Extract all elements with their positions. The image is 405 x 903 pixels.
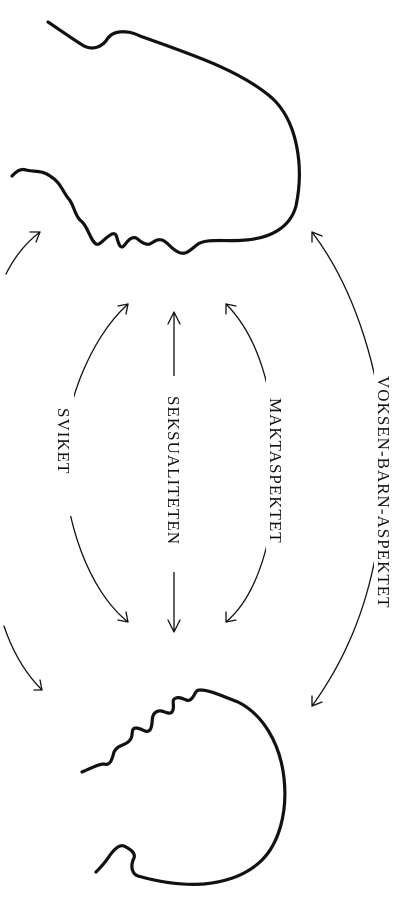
voksen-barn-arc bbox=[312, 232, 384, 706]
left-top-partial-arrow bbox=[6, 232, 40, 274]
adult-head-profile bbox=[12, 22, 299, 253]
left-bottom-partial-arrow bbox=[4, 626, 42, 690]
voksen-barn-label: VOKSEN-BARN-ASPEKTET bbox=[374, 376, 393, 609]
sviket-label: SVIKET bbox=[54, 408, 73, 474]
child-head-profile bbox=[82, 690, 285, 884]
seksualiteten-label: SEKSUALITETEN bbox=[164, 396, 183, 545]
maktaspektet-label: MAKTASPEKTET bbox=[266, 398, 285, 544]
